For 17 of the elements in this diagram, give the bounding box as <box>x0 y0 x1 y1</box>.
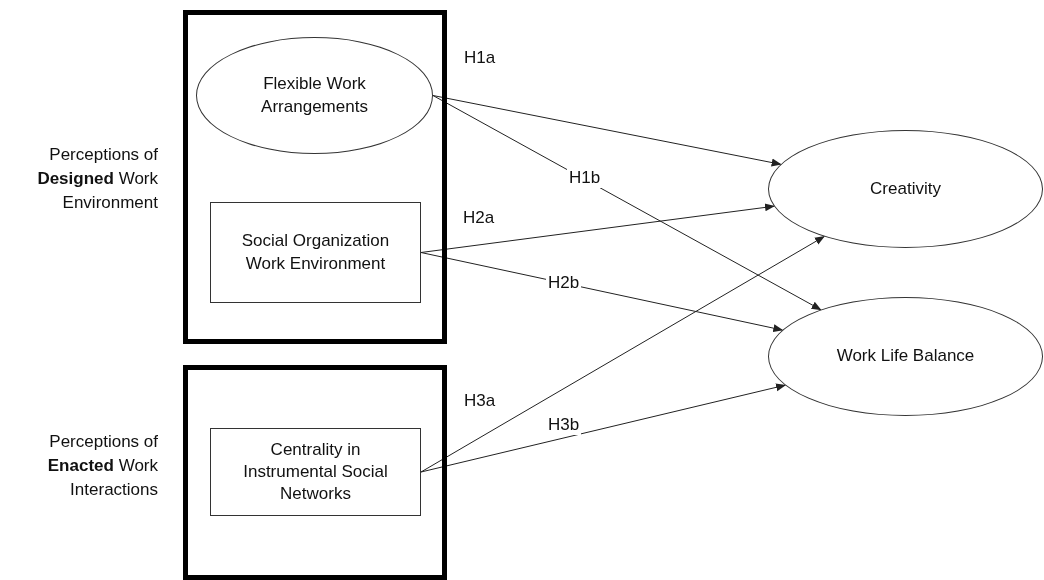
group-heading: Perceptions of Enacted Work Interactions <box>46 431 158 501</box>
node-label: Centrality in Instrumental Social Networks <box>242 438 389 506</box>
node-label: Social Organization Work Environment <box>240 230 391 275</box>
edge-label: H1b <box>567 168 603 189</box>
arrow <box>420 236 825 473</box>
arrow <box>432 95 822 311</box>
arrow <box>420 252 784 333</box>
process-box <box>210 202 421 303</box>
arrow <box>420 383 787 473</box>
node-label: Flexible Work Arrangements <box>260 73 369 118</box>
node-label: Creativity <box>869 177 942 200</box>
arrow <box>432 95 782 167</box>
edge-label: H3b <box>546 415 582 436</box>
process-box <box>210 428 421 516</box>
group-heading: Perceptions of Designed Work Environment <box>36 144 158 214</box>
arrow <box>420 203 775 253</box>
node-label: Work Life Balance <box>835 345 976 368</box>
